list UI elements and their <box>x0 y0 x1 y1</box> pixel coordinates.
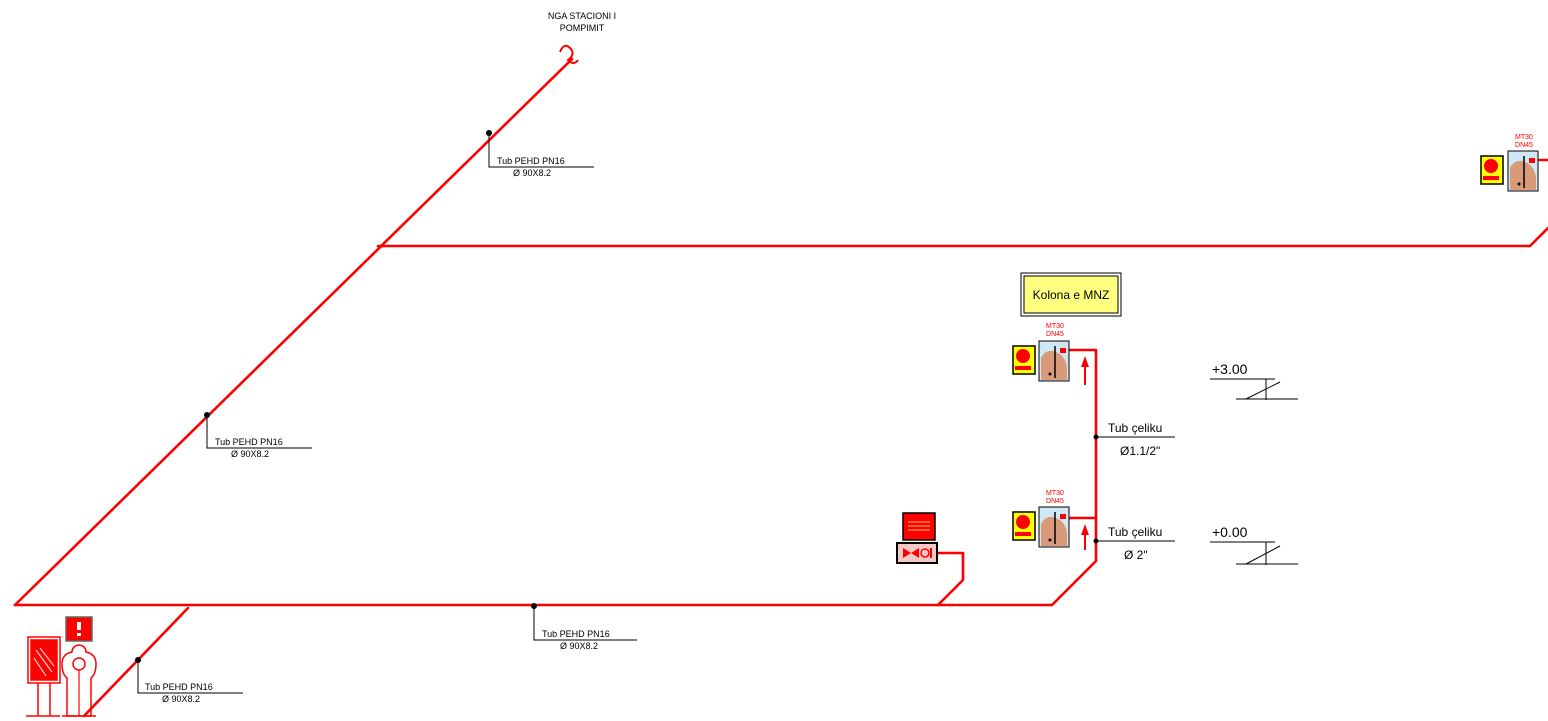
label-pehd-a: Tub PEHD PN16 Ø 90X8.2 <box>486 130 594 178</box>
hose-cabinet-icon <box>1038 340 1070 382</box>
level-marker-upper: +3.00 <box>1210 361 1298 400</box>
level-upper-label: +3.00 <box>1212 361 1248 377</box>
cabinet-upper-line1: MT30 <box>1046 323 1064 330</box>
flow-arrow-lower <box>1081 524 1089 550</box>
leader-line <box>137 660 243 694</box>
steel-lower-top: Tub çeliku <box>1108 525 1162 539</box>
level-lower-label: +0.00 <box>1212 524 1248 540</box>
pipe-end-icon <box>559 44 579 64</box>
hose-cabinet-icon <box>1038 506 1070 548</box>
cabinet-top-right-line1: MT30 <box>1515 134 1533 141</box>
steel-upper-bottom: Ø1.1/2" <box>1120 444 1160 458</box>
cabinet-top-right-line2: DN45 <box>1515 142 1533 149</box>
fire-hydrant-icon <box>26 616 97 717</box>
label-pehd-d: Tub PEHD PN16 Ø 90X8.2 <box>135 657 243 704</box>
leader-line <box>488 133 594 168</box>
pehd-b-bottom: Ø 90X8.2 <box>231 449 269 459</box>
pipe-riser <box>1050 348 1098 607</box>
pehd-c-bottom: Ø 90X8.2 <box>560 641 598 651</box>
pehd-a-top: Tub PEHD PN16 <box>497 156 565 166</box>
cabinet-upper: MT30 DN45 <box>1012 323 1070 382</box>
cabinet-upper-line2: DN45 <box>1046 331 1064 338</box>
leader-line <box>533 606 637 641</box>
cabinet-lower: MT30 DN45 <box>1012 490 1070 548</box>
cabinet-top-right: MT30 DN45 <box>1480 134 1539 192</box>
pehd-d-top: Tub PEHD PN16 <box>145 682 213 692</box>
steel-upper-top: Tub çeliku <box>1108 421 1162 435</box>
flow-arrow-upper <box>1081 356 1089 385</box>
pehd-d-bottom: Ø 90X8.2 <box>162 694 200 704</box>
source-label-line2: POMPIMIT <box>560 23 605 33</box>
steel-lower-bottom: Ø 2" <box>1124 548 1148 562</box>
fire-extinguisher-icon <box>1012 511 1036 541</box>
cabinet-lower-line2: DN45 <box>1046 498 1064 505</box>
cabinet-lower-line1: MT30 <box>1046 490 1064 497</box>
pipe-network <box>13 57 1548 718</box>
valve-assembly-icon <box>896 512 938 564</box>
column-title: Kolona e MNZ <box>1033 288 1110 302</box>
pehd-a-bottom: Ø 90X8.2 <box>513 168 551 178</box>
source-label-line1: NGA STACIONI I <box>548 11 616 21</box>
pehd-b-top: Tub PEHD PN16 <box>215 437 283 447</box>
pipe-upper-branch <box>376 226 1548 248</box>
column-title-box: Kolona e MNZ <box>1020 272 1122 317</box>
level-marker-lower: +0.00 <box>1210 524 1298 565</box>
pipe-valve-connection <box>935 551 965 607</box>
fire-extinguisher-icon <box>1480 155 1504 185</box>
leader-line <box>206 415 312 449</box>
label-steel-lower: Tub çeliku Ø 2" <box>1093 525 1175 562</box>
pehd-c-top: Tub PEHD PN16 <box>542 629 610 639</box>
hose-cabinet-icon <box>1507 150 1539 192</box>
label-pehd-b: Tub PEHD PN16 Ø 90X8.2 <box>204 412 312 459</box>
label-steel-upper: Tub çeliku Ø1.1/2" <box>1093 421 1175 458</box>
pipe-main-diagonal <box>13 57 574 607</box>
fire-extinguisher-icon <box>1012 345 1036 375</box>
label-pehd-c: Tub PEHD PN16 Ø 90X8.2 <box>531 603 637 651</box>
